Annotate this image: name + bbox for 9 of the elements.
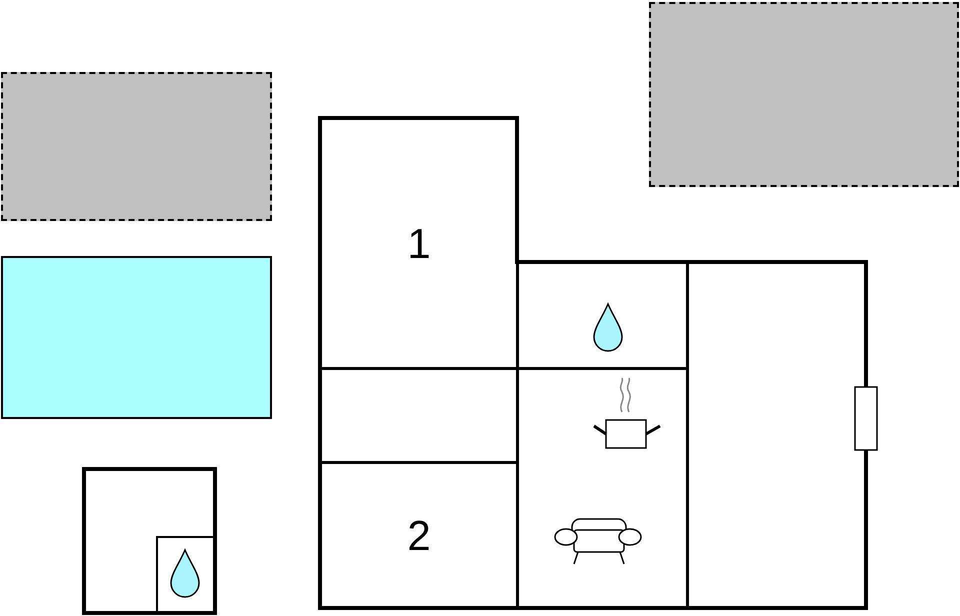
- room: [320, 368, 518, 463]
- room-number: 1: [407, 222, 431, 264]
- room: [156, 536, 215, 614]
- shaded-area: [1, 72, 272, 221]
- room-number: 2: [407, 514, 431, 556]
- shaded-area: [649, 2, 959, 187]
- room: [320, 462, 518, 609]
- pool: [1, 256, 272, 419]
- outbuilding: [82, 467, 217, 615]
